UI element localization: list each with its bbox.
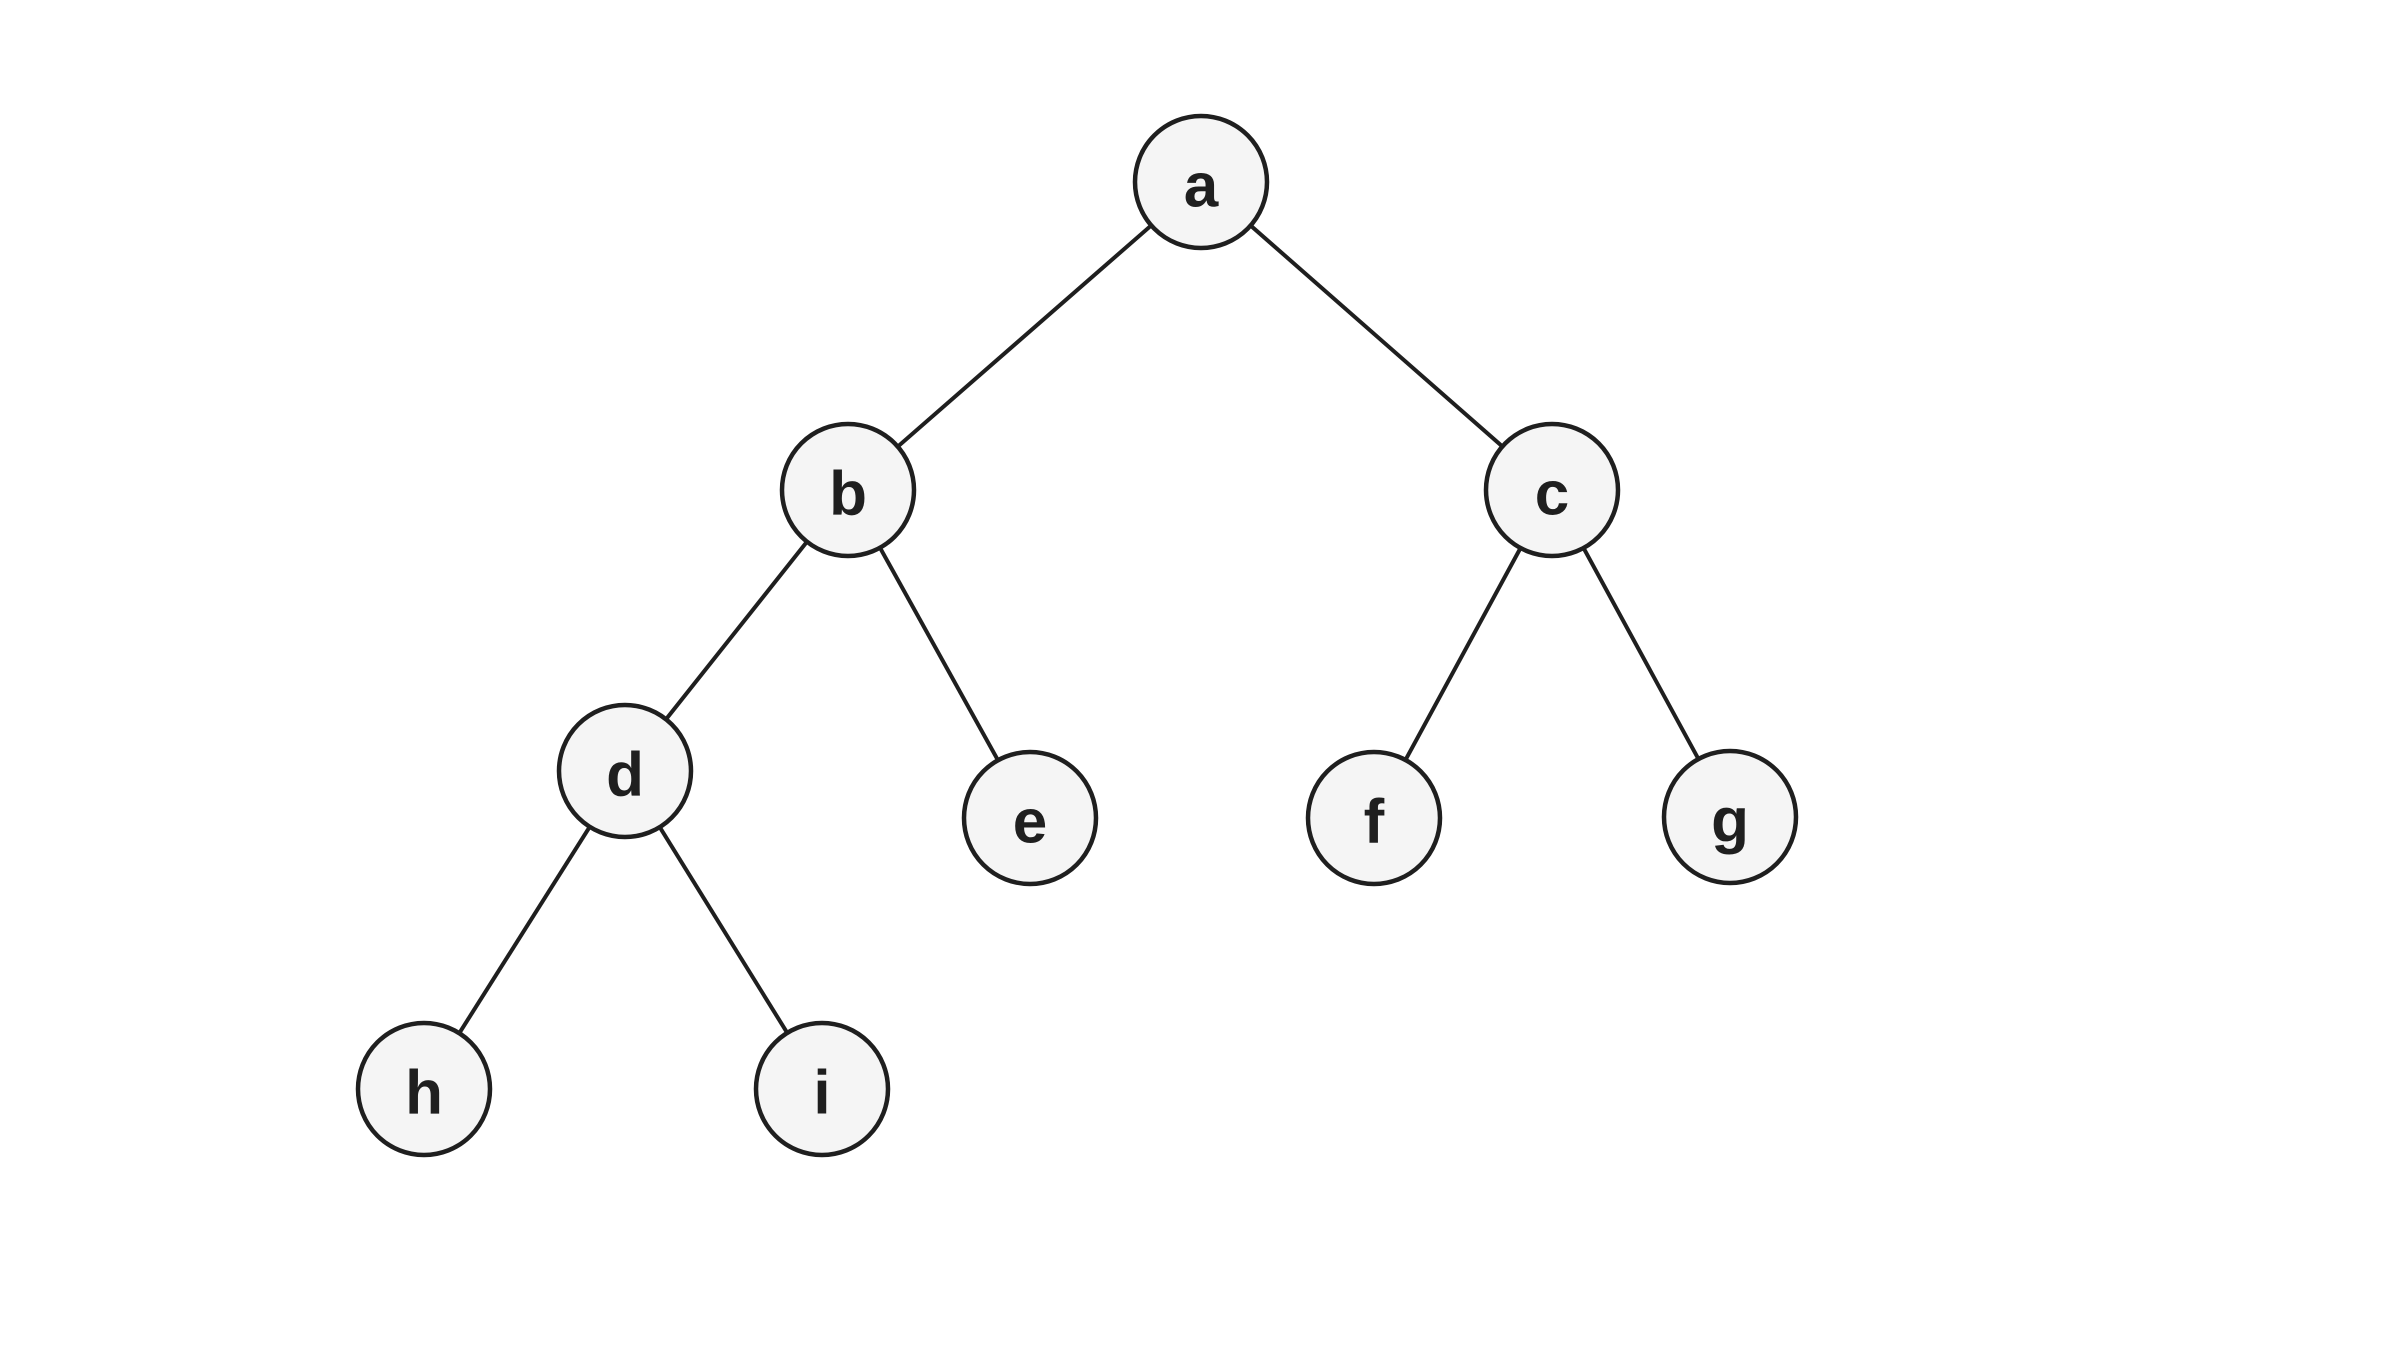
tree-node-h: h — [355, 1020, 493, 1158]
node-circle-i — [753, 1020, 891, 1158]
node-label-i: i — [813, 1059, 830, 1128]
node-circle-f — [1305, 749, 1443, 887]
tree-edge-a-c — [1199, 180, 1554, 492]
node-label-d: d — [606, 741, 644, 810]
node-circle-a — [1132, 113, 1270, 251]
node-circle-c — [1483, 421, 1621, 559]
node-circle-h — [355, 1020, 493, 1158]
tree-node-c: c — [1483, 421, 1621, 559]
node-label-e: e — [1013, 788, 1047, 857]
node-circle-g — [1661, 748, 1799, 886]
tree-node-b: b — [779, 421, 917, 559]
tree-edge-a-b — [846, 180, 1203, 492]
tree-node-e: e — [961, 749, 1099, 887]
node-circle-d — [556, 702, 694, 840]
tree-node-i: i — [753, 1020, 891, 1158]
node-circle-e — [961, 749, 1099, 887]
tree-node-a: a — [1132, 113, 1270, 251]
node-label-f: f — [1364, 788, 1385, 857]
node-circle-b — [779, 421, 917, 559]
node-label-a: a — [1184, 152, 1219, 221]
node-label-g: g — [1711, 787, 1749, 856]
tree-nodes-layer: a b c d e f g h i — [355, 113, 1799, 1158]
tree-node-d: d — [556, 702, 694, 840]
node-label-c: c — [1535, 460, 1569, 529]
tree-node-g: g — [1661, 748, 1799, 886]
node-label-b: b — [829, 460, 867, 529]
tree-edges-layer — [422, 180, 1732, 1091]
node-label-h: h — [405, 1059, 443, 1128]
tree-node-f: f — [1305, 749, 1443, 887]
